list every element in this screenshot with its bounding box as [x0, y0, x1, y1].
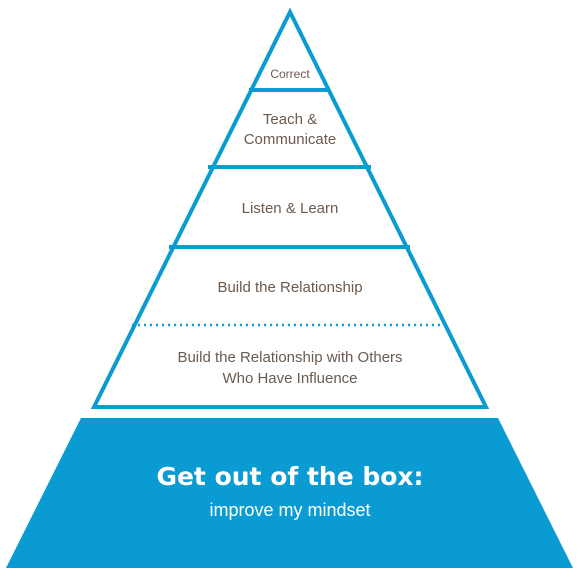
tier-relationship-label: Build the Relationship — [217, 279, 362, 296]
tier-teach-label-line1: Teach & — [263, 111, 317, 128]
base-title: Get out of the box: — [156, 462, 423, 491]
pyramid-outline — [90, 7, 490, 409]
base-subtitle: improve my mindset — [209, 500, 370, 520]
tier-influence-label-line2: Who Have Influence — [222, 370, 357, 387]
tier-influence-label-line1: Build the Relationship with Others — [177, 349, 402, 366]
base-tier — [6, 418, 573, 568]
tier-listen-label: Listen & Learn — [242, 200, 339, 217]
tier-correct-label: Correct — [270, 67, 310, 81]
tier-teach-label-line2: Communicate — [244, 131, 337, 148]
